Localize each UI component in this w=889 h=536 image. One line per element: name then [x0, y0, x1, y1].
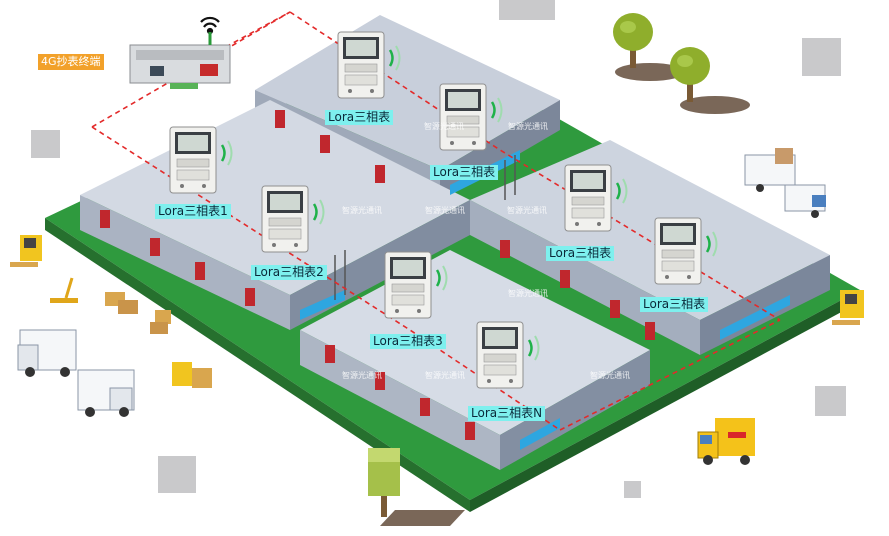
- decor-square: [624, 481, 641, 498]
- meter-label: Lora三相表3: [370, 334, 446, 349]
- meter-label: Lora三相表N: [468, 406, 546, 421]
- tree-icon: [613, 13, 653, 68]
- watermark-text: 智源光通讯: [342, 371, 382, 380]
- meter-label: Lora三相表: [546, 246, 615, 261]
- 4g-terminal-device: [129, 44, 231, 89]
- decor-square: [815, 386, 846, 416]
- cube-tree-icon: [368, 448, 465, 526]
- watermark-text: 智源光通讯: [342, 206, 382, 215]
- meter-label: Lora三相表1: [155, 204, 231, 219]
- decor-square: [158, 456, 196, 493]
- forklift-icon: [10, 235, 42, 267]
- watermark-text: 智源光通讯: [507, 206, 547, 215]
- watermark-text: 智源光通讯: [425, 206, 465, 215]
- terminal-label: 4G抄表终端: [38, 54, 104, 70]
- decor-square: [499, 0, 555, 20]
- decor-square: [31, 130, 60, 158]
- meter-label: Lora三相表: [640, 297, 709, 312]
- boxes-icon: [105, 292, 171, 334]
- decor-square: [802, 38, 841, 76]
- pallet-jack-icon: [50, 277, 78, 303]
- cargo-van-icon: [744, 148, 826, 218]
- antenna-wifi-icon: [200, 16, 220, 45]
- meter-label: Lora三相表2: [251, 265, 327, 280]
- meter-label: Lora三相表: [430, 165, 499, 180]
- watermark-text: 智源光通讯: [508, 122, 548, 131]
- meter-label: Lora三相表: [325, 110, 394, 125]
- truck-icon: [77, 369, 135, 417]
- watermark-text: 智源光通讯: [424, 122, 464, 131]
- forklift-icon: [172, 362, 212, 388]
- watermark-text: 智源光通讯: [590, 371, 630, 380]
- forklift-icon: [832, 290, 864, 325]
- watermark-text: 智源光通讯: [425, 371, 465, 380]
- truck-icon: [17, 329, 77, 377]
- delivery-truck-icon: [697, 418, 755, 465]
- tree-icon: [670, 47, 710, 102]
- watermark-text: 智源光通讯: [508, 289, 548, 298]
